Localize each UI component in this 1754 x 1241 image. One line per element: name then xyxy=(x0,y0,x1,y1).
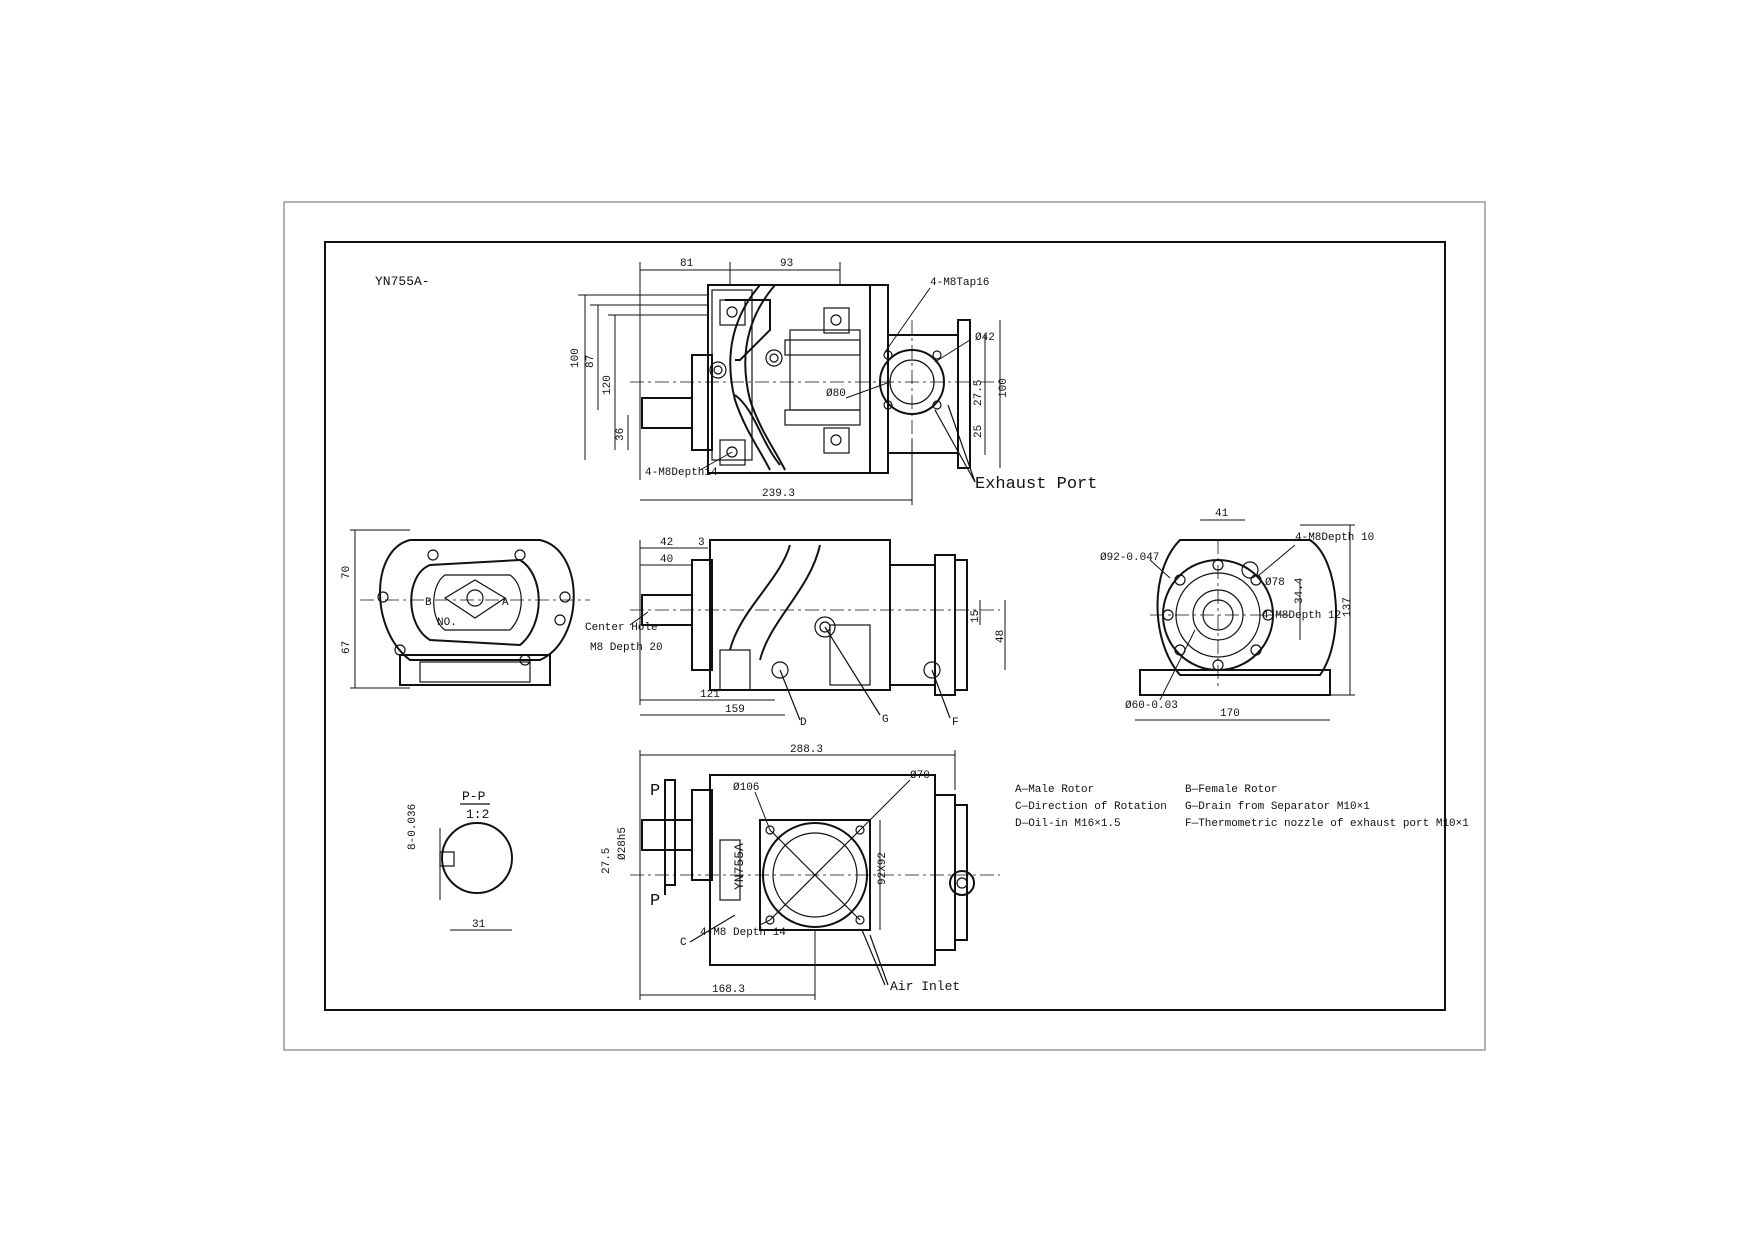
svg-text:93: 93 xyxy=(780,258,793,270)
svg-text:34.4: 34.4 xyxy=(1294,577,1306,604)
svg-text:137: 137 xyxy=(1342,597,1354,617)
svg-text:92X92: 92X92 xyxy=(877,852,889,885)
svg-text:YN755A: YN755A xyxy=(732,843,747,890)
svg-text:67: 67 xyxy=(341,641,353,654)
svg-text:M8 Depth 20: M8 Depth 20 xyxy=(590,642,663,654)
svg-text:4-M8Depth 12: 4-M8Depth 12 xyxy=(1262,610,1341,622)
svg-text:NO.: NO. xyxy=(437,617,457,629)
legend-c: C—Direction of Rotation xyxy=(1015,801,1167,813)
svg-text:Ø106: Ø106 xyxy=(733,782,759,794)
left-end-view: B A NO. 70 67 xyxy=(341,529,590,689)
svg-text:42: 42 xyxy=(660,537,673,549)
exhaust-port-label: Exhaust Port xyxy=(975,475,1097,494)
svg-text:Ø42: Ø42 xyxy=(975,332,995,344)
svg-text:40: 40 xyxy=(660,554,673,566)
svg-text:41: 41 xyxy=(1215,508,1229,520)
air-inlet-label: Air Inlet xyxy=(890,979,960,994)
right-end-view: 41 4-M8Depth 10 Ø92-0.047 Ø78 34.4 4-M8D… xyxy=(1100,508,1374,721)
svg-text:P: P xyxy=(650,782,660,801)
svg-text:8-0.036: 8-0.036 xyxy=(407,804,419,850)
side-view: 42 40 3 121 159 15 48 Center Hole M8 Dep… xyxy=(585,537,1007,729)
svg-text:25: 25 xyxy=(973,425,985,438)
svg-text:Ø80: Ø80 xyxy=(826,388,846,400)
svg-text:D: D xyxy=(800,717,807,729)
svg-text:A: A xyxy=(502,597,509,609)
svg-text:239.3: 239.3 xyxy=(762,488,795,500)
svg-text:87: 87 xyxy=(585,355,597,368)
svg-text:168.3: 168.3 xyxy=(712,984,745,996)
svg-text:C: C xyxy=(680,937,687,949)
legend-d: D—Oil-in M16×1.5 xyxy=(1015,818,1121,830)
svg-text:31: 31 xyxy=(472,919,486,931)
svg-text:Ø70: Ø70 xyxy=(910,770,930,782)
svg-text:G: G xyxy=(882,714,889,726)
legend-f: F—Thermometric nozzle of exhaust port M1… xyxy=(1185,818,1469,830)
svg-text:B: B xyxy=(425,597,432,609)
svg-text:Center Hole: Center Hole xyxy=(585,622,658,634)
svg-text:4-M8 Depth 14: 4-M8 Depth 14 xyxy=(700,927,786,939)
svg-text:15: 15 xyxy=(970,610,982,623)
svg-text:F: F xyxy=(952,717,959,729)
svg-text:1:2: 1:2 xyxy=(466,807,489,822)
bottom-view: 288.3 Ø106 Ø70 Ø28h5 27.5 92X92 168.3 YN… xyxy=(601,744,1000,1000)
outer-border xyxy=(283,201,1486,1051)
legend-a: A—Male Rotor xyxy=(1015,784,1094,796)
svg-text:81: 81 xyxy=(680,258,694,270)
svg-text:Ø28h5: Ø28h5 xyxy=(617,827,629,860)
svg-text:27.5: 27.5 xyxy=(973,380,985,406)
legend-b: B—Female Rotor xyxy=(1185,784,1277,796)
svg-text:3: 3 xyxy=(698,537,705,549)
svg-text:27.5: 27.5 xyxy=(601,848,613,874)
svg-text:48: 48 xyxy=(995,630,1007,643)
model-label: YN755A- xyxy=(375,274,430,289)
svg-text:100: 100 xyxy=(998,378,1010,398)
svg-text:Ø92-0.047: Ø92-0.047 xyxy=(1100,552,1159,564)
svg-text:4-M8Depth14: 4-M8Depth14 xyxy=(645,467,718,479)
svg-text:120: 120 xyxy=(602,375,614,395)
svg-text:P: P xyxy=(650,892,660,911)
top-view: 81 93 100 87 120 36 27.5 100 25 Ø42 Ø80 … xyxy=(570,258,1097,505)
svg-text:159: 159 xyxy=(725,704,745,716)
legend: A—Male Rotor B—Female Rotor C—Direction … xyxy=(1015,784,1469,830)
svg-text:4-M8Tap16: 4-M8Tap16 xyxy=(930,277,989,289)
svg-text:121: 121 xyxy=(700,689,720,701)
svg-text:100: 100 xyxy=(570,348,582,368)
svg-text:Ø78: Ø78 xyxy=(1265,577,1285,589)
svg-text:36: 36 xyxy=(615,428,627,441)
key-section: P-P 1:2 8-0.036 31 xyxy=(407,789,513,931)
svg-text:170: 170 xyxy=(1220,708,1240,720)
inner-frame xyxy=(324,241,1446,1011)
svg-text:288.3: 288.3 xyxy=(790,744,823,756)
svg-text:4-M8Depth 10: 4-M8Depth 10 xyxy=(1295,532,1374,544)
svg-text:Ø60-0.03: Ø60-0.03 xyxy=(1125,700,1178,712)
svg-text:70: 70 xyxy=(341,566,353,579)
svg-text:P-P: P-P xyxy=(462,789,486,804)
legend-g: G—Drain from Separator M10×1 xyxy=(1185,801,1370,813)
